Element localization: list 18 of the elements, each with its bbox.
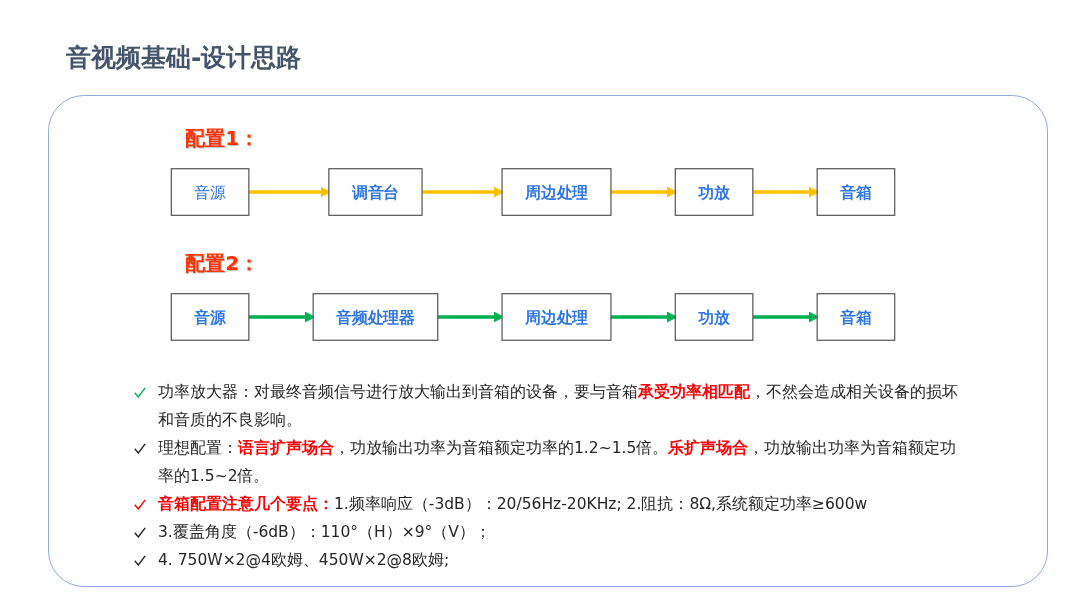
- section-heading: 配置2：: [185, 249, 260, 276]
- bullet-text: 功率放大器：对最终音频信号进行放大输出到音箱的设备，要与音箱承受功率相匹配，不然会造成相关设备的损坏和音质的不良影响。: [158, 382, 959, 431]
- node-box: 功放: [674, 168, 754, 216]
- node-box: 周边处理: [501, 293, 612, 341]
- node-box: 音源: [170, 293, 250, 341]
- node-box: 音频处理器: [312, 293, 439, 341]
- node-box: 调音台: [328, 168, 423, 216]
- node-box: 功放: [674, 293, 754, 341]
- page-title: 音视频基础-设计思路: [66, 42, 302, 74]
- node-box: 音箱: [816, 293, 896, 341]
- node-box: 音源: [170, 168, 250, 216]
- node-box: 周边处理: [501, 168, 612, 216]
- bullet-text: 理想配置：语言扩声场合，功放输出功率为音箱额定功率的1.2~1.5倍。乐扩声场合，功放输出功率为音箱额定功率的1.5~2倍。: [158, 438, 958, 487]
- bullet-text: 4. 750W×2@4欧姆、450W×2@8欧姆;: [158, 550, 451, 571]
- bullet-text: 3.覆盖角度（-6dB）：110°（H）×9°（V）；: [158, 522, 492, 543]
- bullet-text: 音箱配置注意几个要点：1.频率响应（-3dB）：20/56Hz-20KHz; 2.阻抗：8Ω,系统额定功率≥600w: [158, 494, 869, 515]
- node-box: 音箱: [816, 168, 896, 216]
- section-heading: 配置1：: [185, 124, 260, 151]
